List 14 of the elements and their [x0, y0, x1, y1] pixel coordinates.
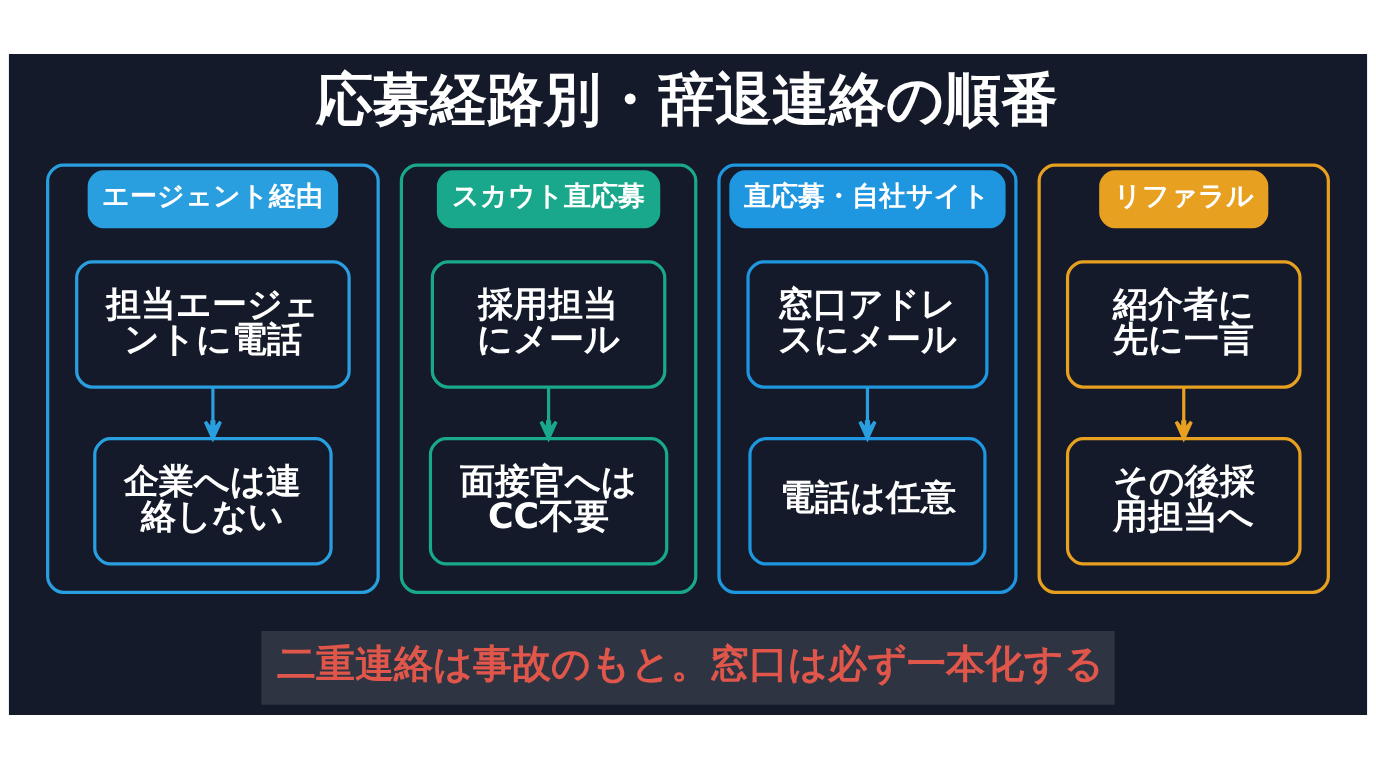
node-box: 紹介者に先に一言	[1065, 259, 1302, 389]
node-box: 企業へは連絡しない	[93, 436, 333, 566]
arrow	[858, 386, 877, 440]
arrow	[539, 386, 558, 440]
node-box: 採用担当にメール	[430, 259, 667, 389]
arrow	[1174, 386, 1193, 440]
diagram-title: 応募経路別・辞退連絡の順番	[315, 65, 1058, 132]
node-box: 窓口アドレスにメール	[746, 259, 989, 389]
node-box: 担当エージェントに電話	[75, 259, 351, 389]
arrow	[203, 386, 223, 440]
caption: 二重連絡は事故のもと。窓口は必ず一本化する	[277, 640, 1105, 686]
node-box: 面接官へはCC不要	[428, 436, 669, 566]
node-box: その後採用担当へ	[1065, 436, 1302, 566]
node-box: 電話は任意	[748, 436, 987, 566]
